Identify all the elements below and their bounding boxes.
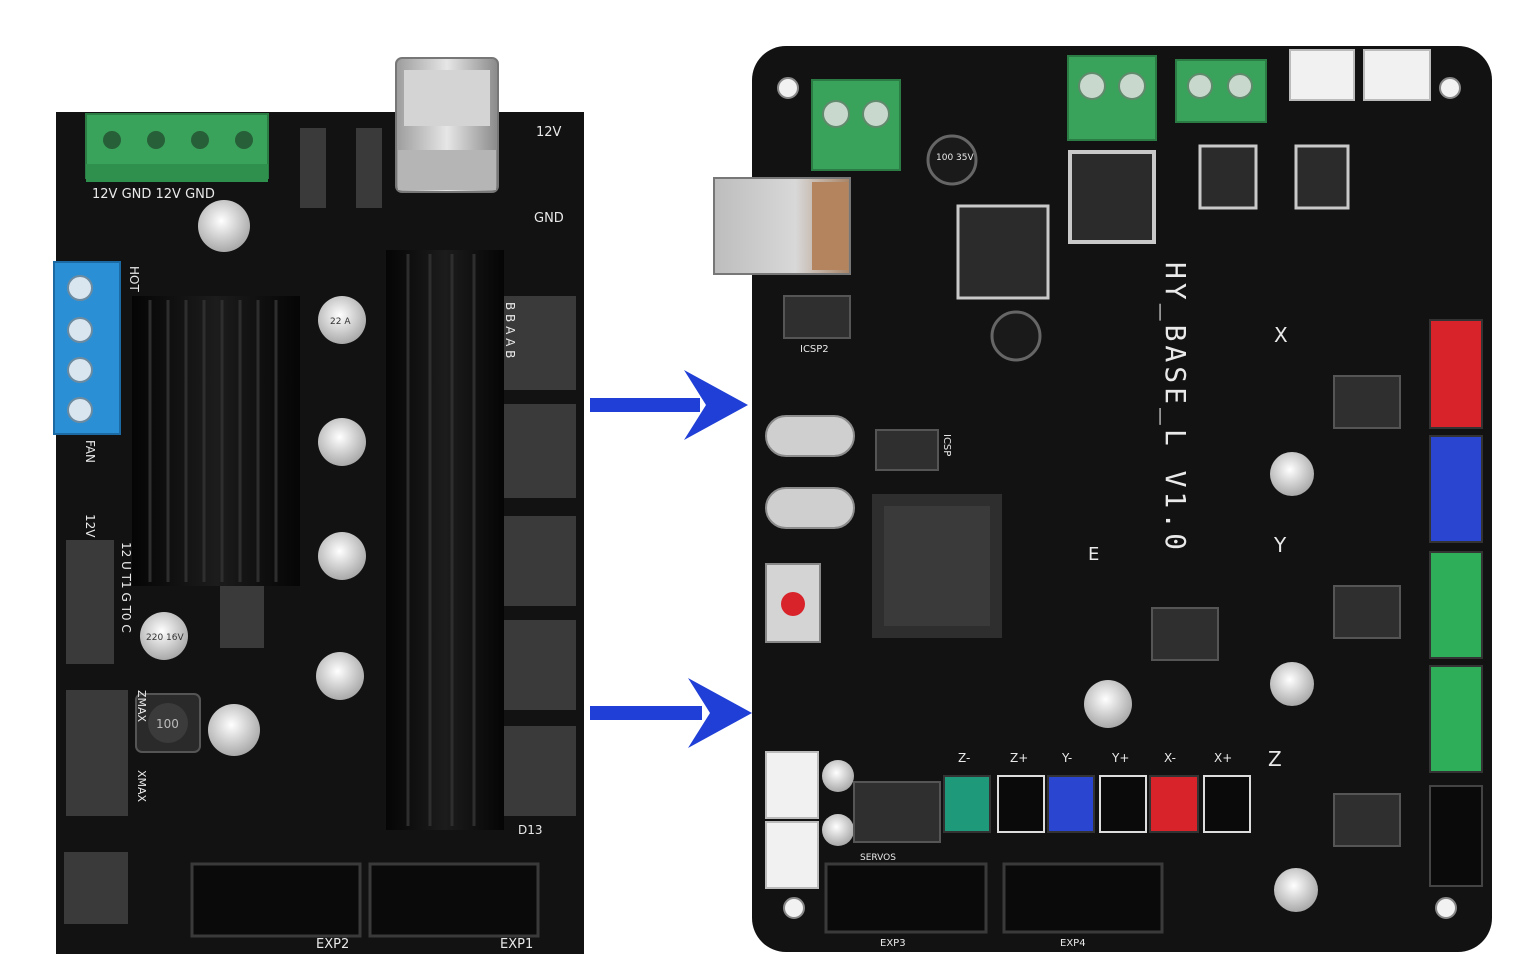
reset-button [765,563,821,643]
label-d13: D13 [518,823,543,837]
label-pins-col: 12 U T1 G T0 C [119,542,133,633]
mounting-holes [777,77,1461,919]
white-connectors-bottom [765,751,819,889]
exp-connectors-right [824,862,1164,934]
label-endstop: X- [1164,751,1176,765]
label-fan: FAN [83,440,97,463]
arrow-lower [590,678,752,748]
mosfets [956,144,1350,300]
terminals-green-right [811,55,1267,171]
label-e-axis: E [1088,544,1099,565]
label-gnd-right: GND [534,211,564,226]
crystals [765,415,855,529]
endstop-connectors [943,775,1251,833]
white-connectors-top [1289,49,1431,101]
label-ba-col: B B A A B [503,302,517,358]
label-endstop: X+ [1214,751,1232,765]
heatsink-right [386,250,504,830]
board-model-label: HY_BASE_L V1.0 [1158,262,1192,554]
usb-b-port-right [713,177,851,275]
label-cap-220: 220 16V [146,633,184,643]
label-x-axis: X [1274,323,1288,347]
left-board: 12V GND 12V GND 12V GND HOT FAN 12V 12 U… [53,57,584,954]
label-zmax: ZMAX [135,690,148,723]
label-icsp: ICSP [941,434,952,456]
right-board: HY_BASE_L V1.0 100 35V ICSP2 ICSP X Y Z … [713,46,1492,952]
label-exp4: EXP4 [1060,938,1086,949]
label-exp3: EXP3 [880,938,906,949]
label-endstop: Y- [1061,751,1072,765]
motor-connectors [1429,319,1483,887]
label-12v-top: 12V [536,125,562,140]
arrow-upper [590,370,748,440]
label-xmax: XMAX [135,770,148,803]
capacitors-left [140,200,366,756]
headers-right [783,295,941,843]
label-12v-left: 12V [83,514,97,538]
label-cap-22a: 22 A [330,317,351,327]
exp-connectors-left [190,862,540,938]
right-pcb [752,46,1492,952]
capacitors-right [822,134,1318,912]
label-endstop: Z+ [1010,751,1028,765]
label-exp1: EXP1 [500,937,533,952]
usb-b-port-left [395,57,499,193]
label-exp2: EXP2 [316,937,349,952]
headers-left [64,128,576,924]
endstop-labels: Z- Z+ Y- Y+ X- X+ [958,751,1232,765]
label-endstop: Z- [958,751,970,765]
label-endstop: Y+ [1111,751,1129,765]
mcu-chip [872,494,1002,638]
label-inductor: 100 [156,717,179,731]
stepper-drivers [1151,375,1401,847]
label-icsp2: ICSP2 [800,344,829,355]
label-z-axis: Z [1268,747,1282,771]
label-servos: SERVOS [860,853,896,863]
label-cap-100: 100 35V [936,153,974,163]
power-terminal-green [85,113,269,182]
label-y-axis: Y [1273,533,1287,557]
hotend-terminal-blue [53,261,121,435]
label-power-row: 12V GND 12V GND [92,187,215,202]
inductor-left [135,693,201,753]
heatsink-left [132,296,300,586]
label-hot: HOT [127,266,141,292]
